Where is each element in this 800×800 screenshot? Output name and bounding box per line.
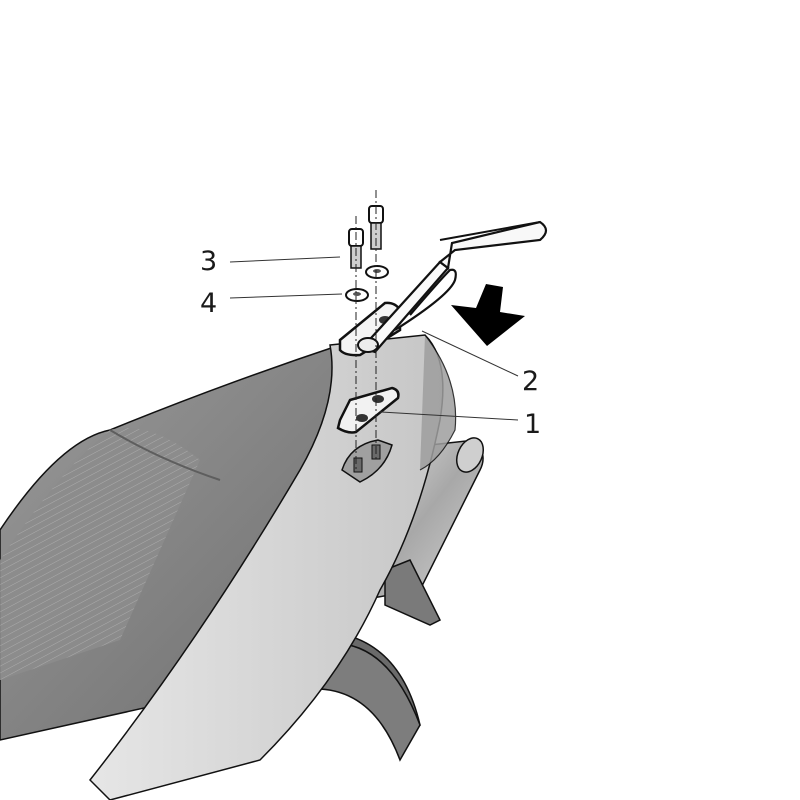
part-3-bolts	[348, 205, 384, 269]
callout-1: 1	[524, 409, 542, 440]
support-bracket	[384, 559, 442, 626]
frame-mount-recess	[341, 439, 393, 483]
assembly-axis-lines	[355, 190, 377, 470]
down-arrow-icon	[451, 284, 525, 346]
callout-2: 2	[522, 366, 540, 397]
leader-lines	[229, 256, 519, 421]
callout-3: 3	[200, 246, 218, 277]
part-2-rack	[338, 220, 548, 357]
callout-4: 4	[200, 288, 218, 319]
part-4-washers	[345, 265, 389, 302]
